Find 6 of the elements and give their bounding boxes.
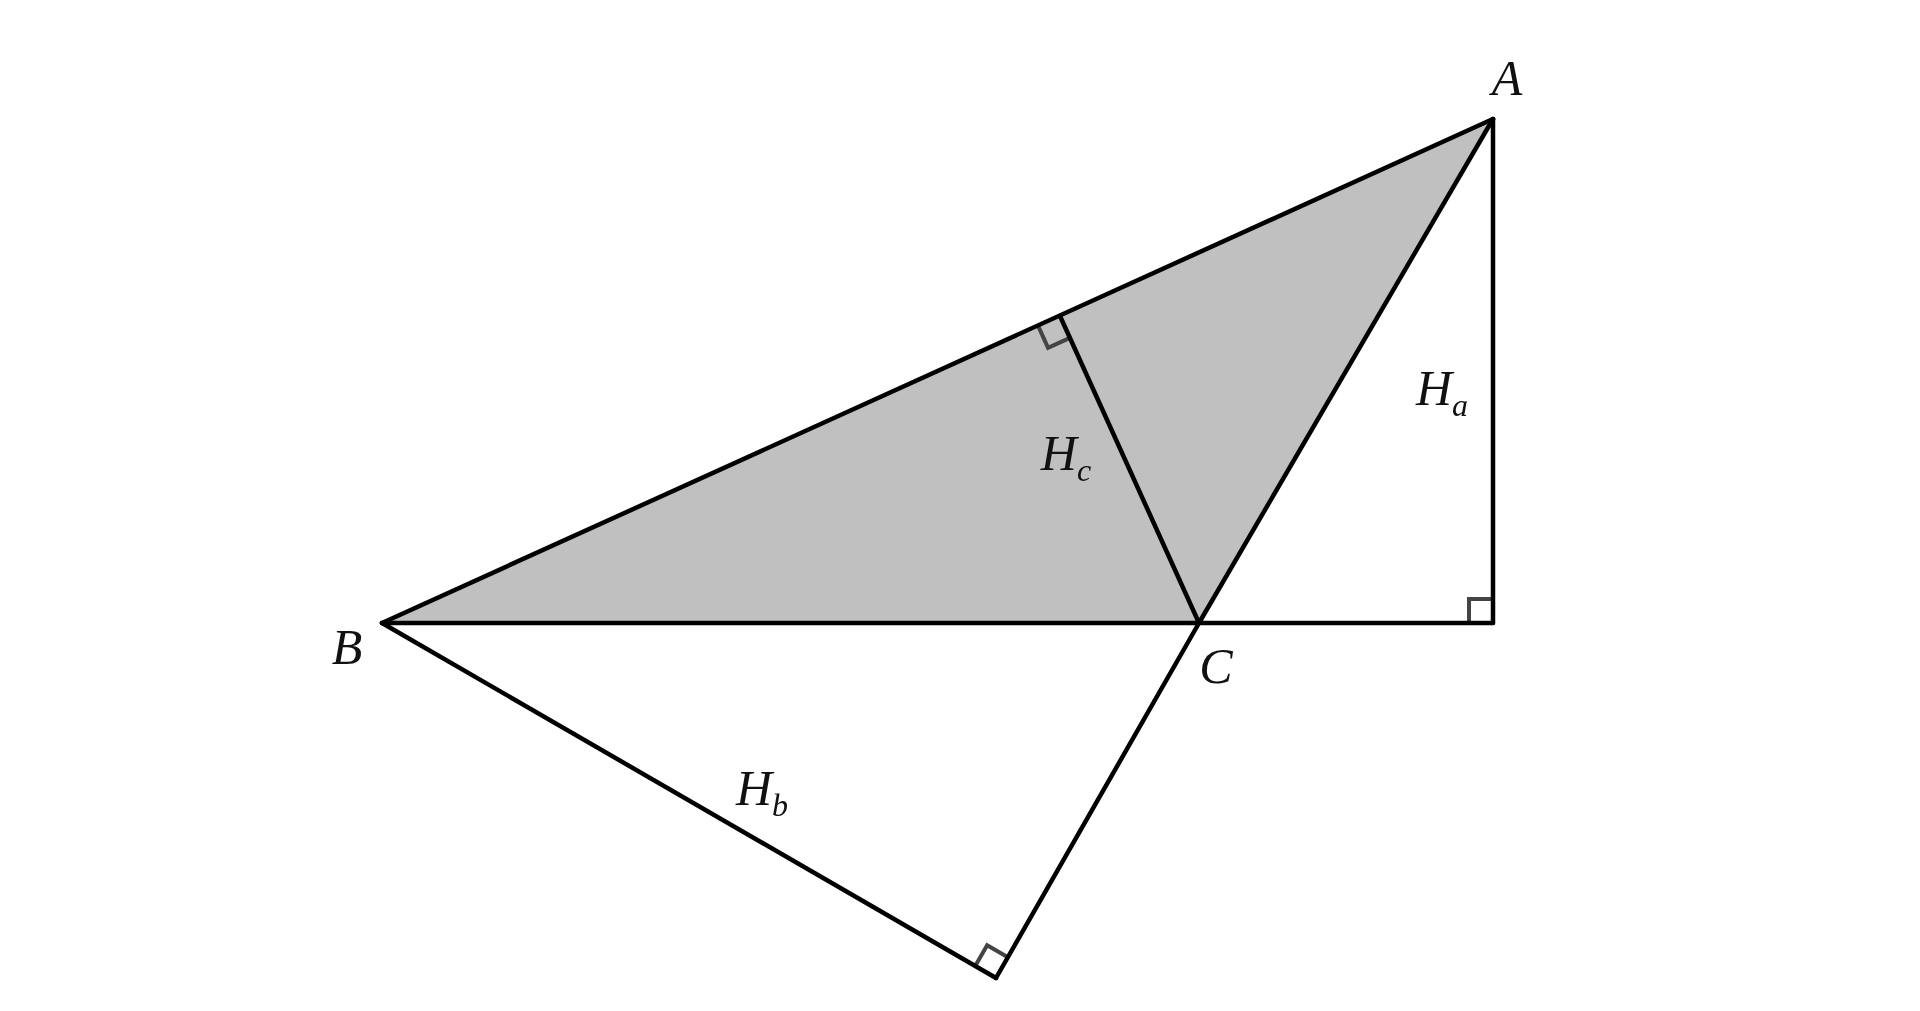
- vertex-label: A: [1491, 53, 1523, 103]
- vertex-label: B: [331, 622, 363, 672]
- vertex-label: C: [1199, 641, 1233, 691]
- altitude-label: H$_{a}$: [1415, 363, 1469, 421]
- altitude-label: H$_{c}$: [1040, 428, 1092, 486]
- altitude-label: H$_{b}$: [735, 763, 789, 821]
